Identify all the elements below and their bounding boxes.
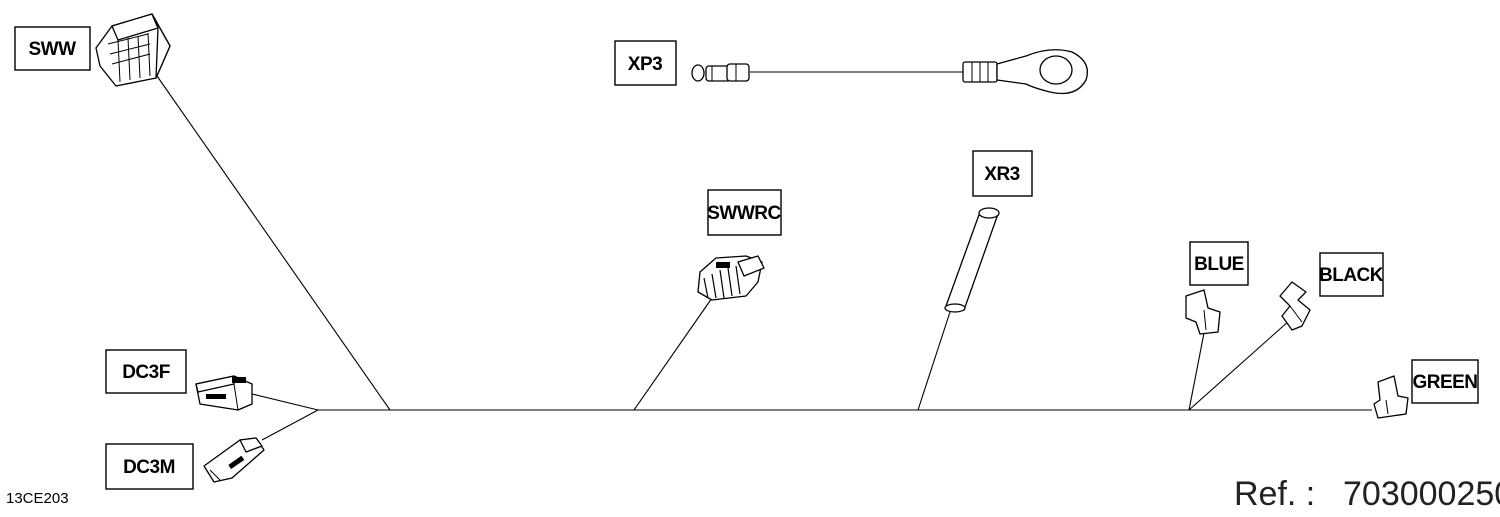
label-blue: BLUE (1189, 241, 1249, 286)
blue-branch-wire (1188, 332, 1205, 411)
dc3f-connector (195, 375, 253, 411)
label-xr3: XR3 (972, 150, 1033, 197)
label-dc3m: DC3M (105, 443, 194, 490)
swwrc-branch-wire (633, 297, 713, 411)
swwrc-connector (697, 255, 765, 301)
label-xp3: XP3 (614, 40, 677, 86)
label-swwrc: SWWRC (707, 189, 782, 236)
label-sww-text: SWW (28, 39, 76, 60)
label-sww: SWW (14, 26, 91, 71)
label-blue-text: BLUE (1194, 254, 1244, 275)
label-xp3-text: XP3 (628, 54, 662, 75)
ref-number: 703000250 (1343, 475, 1500, 512)
label-dc3m-text: DC3M (123, 457, 175, 478)
label-dc3f-text: DC3F (122, 362, 170, 383)
label-black-text: BLACK (1319, 265, 1384, 286)
blue-terminal (1185, 289, 1221, 335)
drawing-code: 13CE203 (6, 490, 69, 507)
label-green-text: GREEN (1412, 372, 1477, 393)
black-terminal (1279, 281, 1311, 331)
label-xr3-text: XR3 (984, 164, 1019, 185)
xr3-branch-wire (917, 311, 951, 411)
ref-label: Ref. : (1234, 475, 1315, 512)
xr3-tube-connector (944, 207, 1000, 313)
dc3m-connector (203, 437, 265, 483)
sww-branch-wire (156, 75, 391, 411)
label-green: GREEN (1411, 359, 1479, 404)
label-dc3f: DC3F (105, 349, 187, 394)
green-terminal (1373, 375, 1409, 419)
black-branch-wire (1188, 319, 1291, 411)
harness-wires (156, 71, 1372, 441)
label-black: BLACK (1319, 252, 1384, 297)
ring-terminal (962, 49, 1089, 95)
xp3-sleeve-connector (691, 63, 750, 82)
label-swwrc-text: SWWRC (707, 203, 781, 224)
sww-connector (95, 13, 171, 87)
dc3f-branch-wire (251, 393, 319, 411)
dc3m-branch-wire (261, 409, 319, 441)
